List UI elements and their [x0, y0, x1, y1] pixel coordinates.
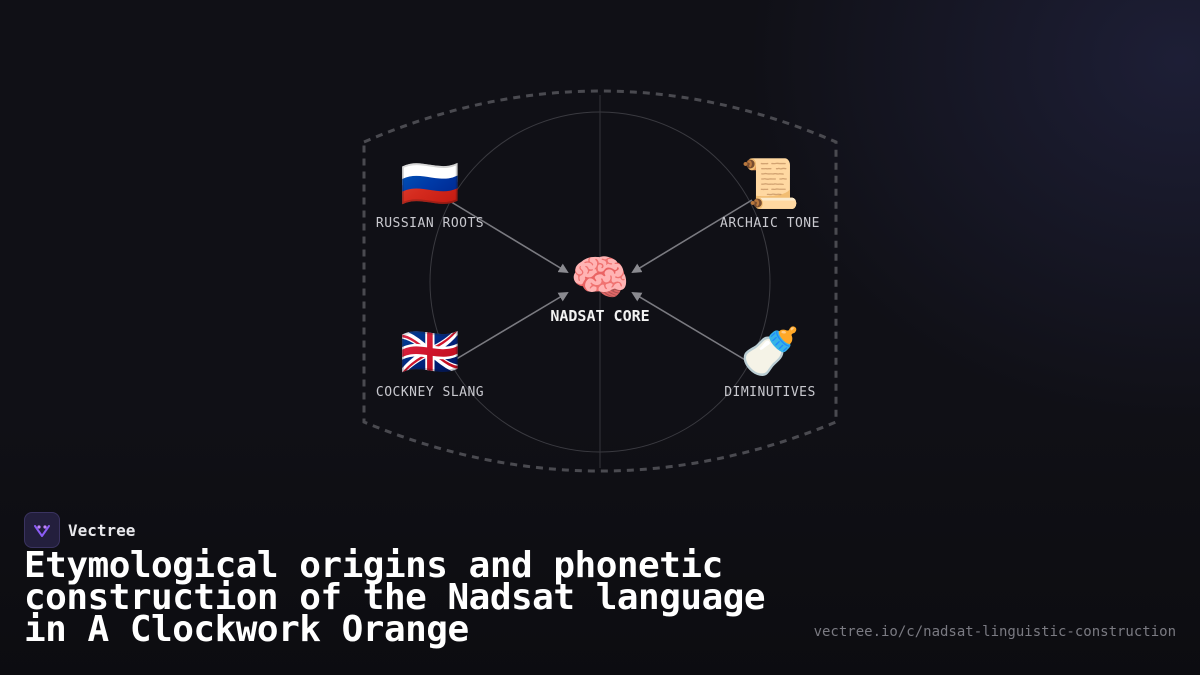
- baby-bottle-icon: 🍼: [740, 324, 800, 380]
- node-label-archaic-tone: ARCHAIC TONE: [720, 216, 820, 231]
- arrow-archaic-to-core: [631, 199, 753, 274]
- node-label-russian-roots: RUSSIAN ROOTS: [376, 216, 484, 231]
- russia-flag-icon: 🇷🇺: [400, 156, 460, 212]
- shield-outline: [362, 89, 838, 473]
- scroll-icon: 📜: [740, 156, 800, 212]
- node-label-cockney-slang: COCKNEY SLANG: [376, 385, 484, 400]
- brain-icon: 🧠: [570, 250, 630, 306]
- uk-flag-icon: 🇬🇧: [400, 324, 460, 380]
- vectree-logo-icon: [24, 512, 60, 548]
- source-url[interactable]: vectree.io/c/nadsat-linguistic-construct…: [813, 624, 1176, 640]
- page-title: Etymological origins and phonetic constr…: [24, 545, 766, 650]
- arrow-cockney-to-core: [447, 291, 569, 365]
- arrow-diminutives-to-core: [631, 291, 753, 365]
- brand-name: Vectree: [68, 520, 136, 540]
- arrow-russian-to-core: [447, 199, 569, 274]
- core-label: NADSAT CORE: [550, 307, 649, 325]
- node-label-diminutives: DIMINUTIVES: [724, 385, 816, 400]
- brand: Vectree: [24, 512, 135, 548]
